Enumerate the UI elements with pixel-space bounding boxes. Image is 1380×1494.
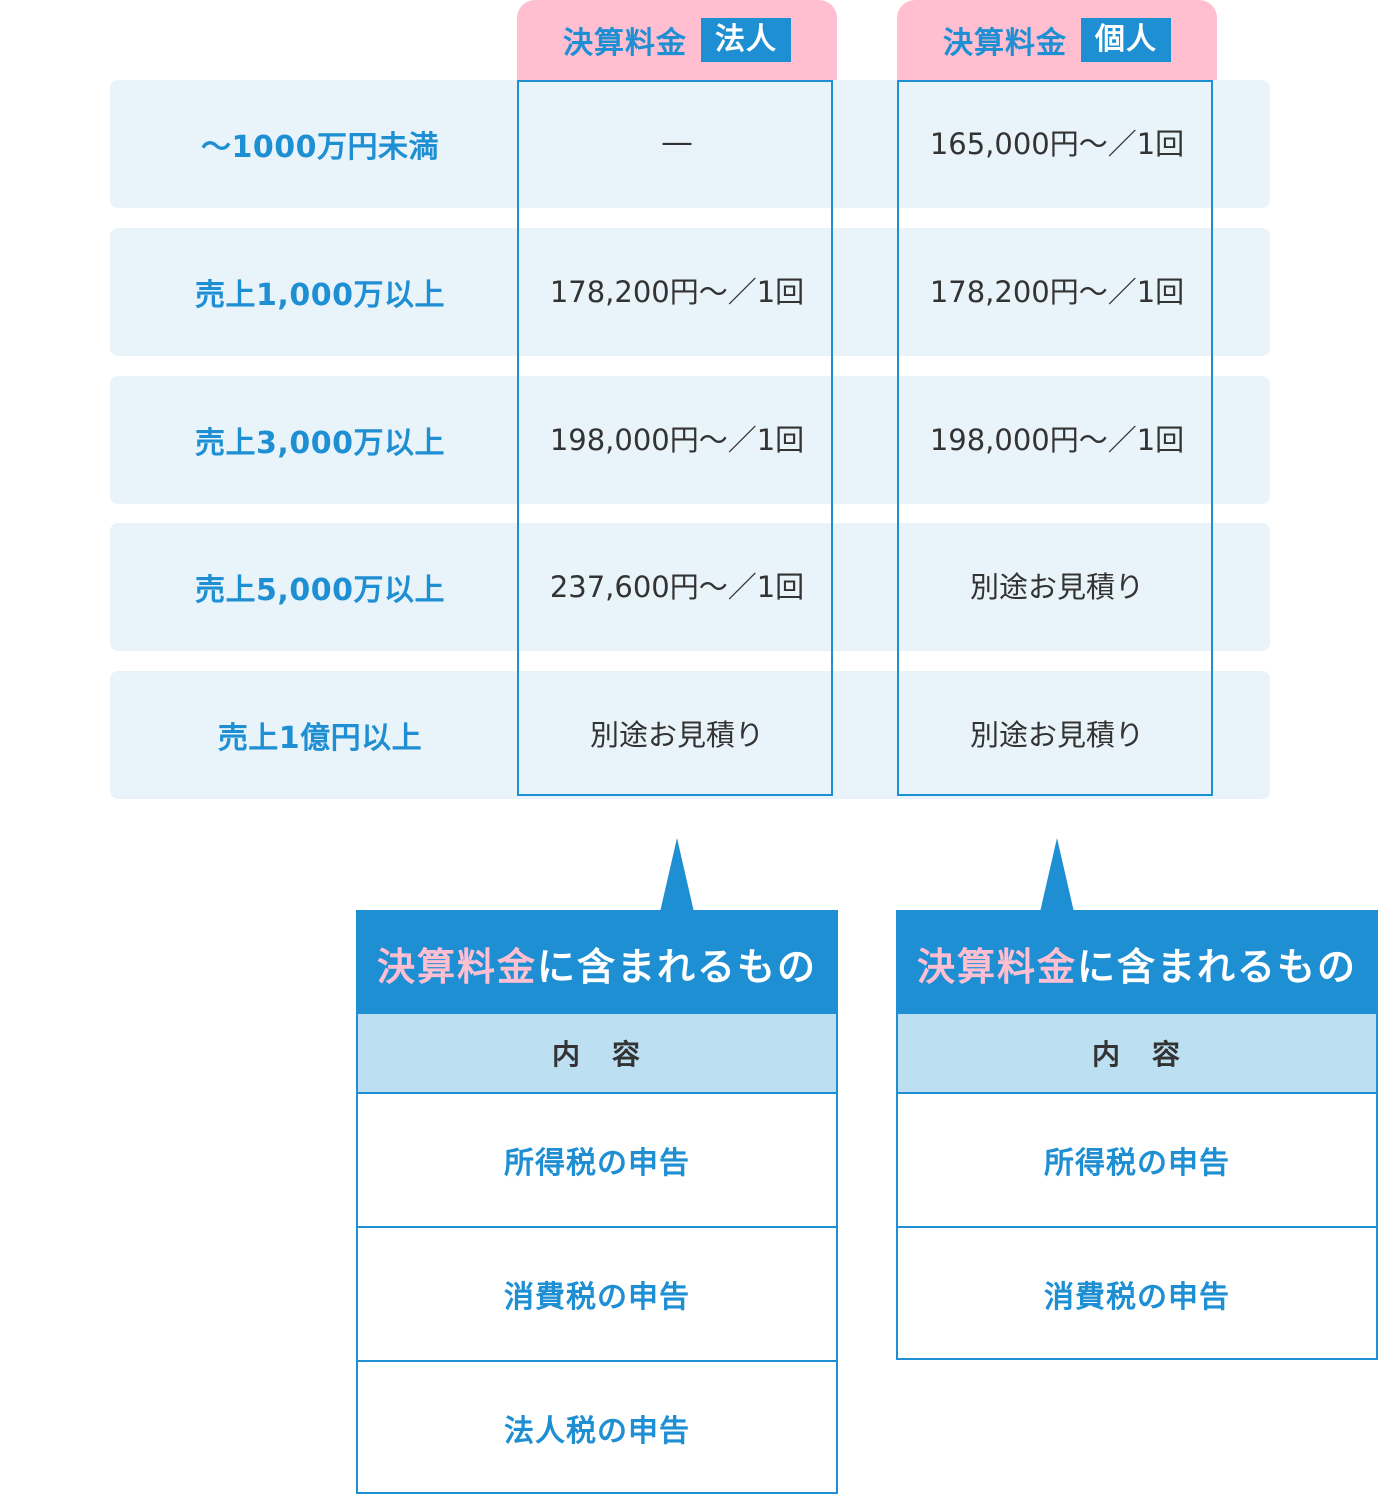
callout-pointer-individual (1040, 838, 1074, 912)
price-cell-corporate: ― (662, 125, 692, 159)
included-box-title: 決算料金に含まれるもの (898, 912, 1376, 1014)
price-cell-individual: 178,200円〜／1回 (929, 275, 1185, 309)
column-header-corporate: 決算料金 法人 (517, 0, 837, 80)
included-title-rest: に含まれるもの (537, 944, 818, 989)
column-header-individual: 決算料金 個人 (897, 0, 1217, 80)
price-cell-individual: 別途お見積り (969, 570, 1144, 604)
included-box-header: 内 容 (358, 1014, 836, 1092)
column-header-tag: 法人 (701, 18, 791, 62)
price-cell-individual: 198,000円〜／1回 (929, 423, 1185, 457)
column-header-label: 決算料金 (563, 26, 687, 61)
included-box-title: 決算料金に含まれるもの (358, 912, 836, 1014)
included-item: 所得税の申告 (898, 1092, 1376, 1226)
price-cell-individual: 165,000円〜／1回 (929, 127, 1185, 161)
price-cell-corporate: 別途お見積り (589, 718, 764, 752)
included-title-rest: に含まれるもの (1077, 944, 1358, 989)
price-row (110, 671, 1270, 799)
column-header-label: 決算料金 (943, 26, 1067, 61)
price-row (110, 523, 1270, 651)
included-box-header: 内 容 (898, 1014, 1376, 1092)
column-header-tag: 個人 (1081, 18, 1171, 62)
column-frame-corporate (517, 80, 833, 796)
included-item: 所得税の申告 (358, 1092, 836, 1226)
row-label-100m-plus: 売上1億円以上 (217, 721, 423, 756)
included-box-individual: 決算料金に含まれるもの 内 容 所得税の申告 消費税の申告 (896, 910, 1378, 1360)
price-cell-corporate: 198,000円〜／1回 (549, 423, 805, 457)
row-label-30m-plus: 売上3,000万以上 (195, 426, 445, 461)
row-label-under-10m: 〜1000万円未満 (201, 130, 439, 165)
price-cell-corporate: 178,200円〜／1回 (549, 275, 805, 309)
included-box-corporate: 決算料金に含まれるもの 内 容 所得税の申告 消費税の申告 法人税の申告 (356, 910, 838, 1494)
price-row (110, 376, 1270, 504)
included-title-highlight: 決算料金 (916, 944, 1077, 989)
callout-pointer-corporate (660, 838, 694, 912)
included-title-highlight: 決算料金 (376, 944, 537, 989)
included-item: 法人税の申告 (358, 1360, 836, 1494)
row-label-10m-plus: 売上1,000万以上 (195, 278, 445, 313)
price-cell-individual: 別途お見積り (969, 718, 1144, 752)
included-item: 消費税の申告 (358, 1226, 836, 1360)
price-row (110, 228, 1270, 356)
column-frame-individual (897, 80, 1213, 796)
price-cell-corporate: 237,600円〜／1回 (549, 570, 805, 604)
included-item: 消費税の申告 (898, 1226, 1376, 1360)
row-label-50m-plus: 売上5,000万以上 (195, 573, 445, 608)
price-row (110, 80, 1270, 208)
